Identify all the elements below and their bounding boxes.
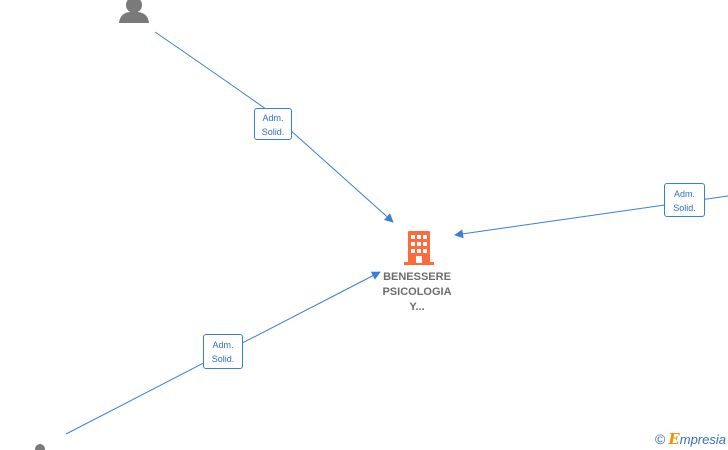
edge-label-right[interactable]: Adm. Solid. <box>664 183 705 217</box>
edge-label-line1: Adm. <box>262 113 284 123</box>
edge-label-top[interactable]: Adm. Solid. <box>254 108 292 140</box>
company-name-label[interactable]: BENESSERE PSICOLOGIA Y... <box>372 270 462 315</box>
company-name-line: Y... <box>409 301 425 313</box>
edge-label-line2: Solid. <box>211 354 235 364</box>
person-icon[interactable] <box>35 444 45 450</box>
edge-label-line1: Adm. <box>673 189 695 199</box>
building-icon[interactable] <box>404 231 434 265</box>
edge-label-line2: Solid. <box>673 203 696 213</box>
empresia-logo-text: mpresia <box>679 432 726 447</box>
edge-label-line2: Solid. <box>261 127 285 137</box>
edge-label-line1: Adm. <box>212 340 234 350</box>
edge-label-bottom[interactable]: Adm. Solid. <box>203 334 243 369</box>
copyright-symbol: © <box>654 431 666 447</box>
empresia-logo-initial: E <box>668 430 680 448</box>
company-name-line: PSICOLOGIA <box>382 286 452 298</box>
empresia-watermark: © Empresia <box>655 430 726 448</box>
empresia-logo: Empresia <box>668 430 726 448</box>
company-name-line: BENESSERE <box>383 271 451 283</box>
person-icon[interactable] <box>119 0 149 23</box>
